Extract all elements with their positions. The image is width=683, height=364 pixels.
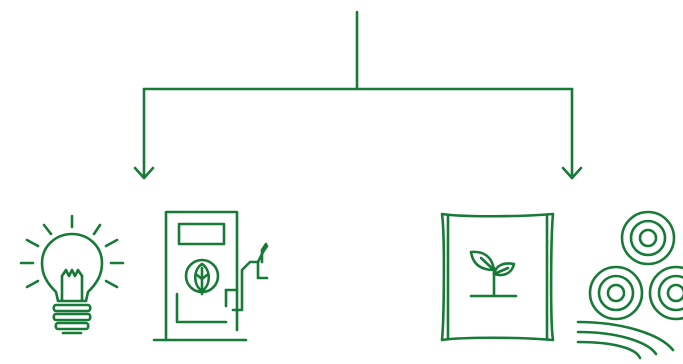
lightbulb-icon [21, 216, 123, 333]
connector-tree [135, 12, 581, 178]
fertilizer-bag-icon [442, 214, 553, 340]
biofuel-pump-icon [154, 212, 267, 340]
hay-bales-icon [578, 212, 683, 358]
